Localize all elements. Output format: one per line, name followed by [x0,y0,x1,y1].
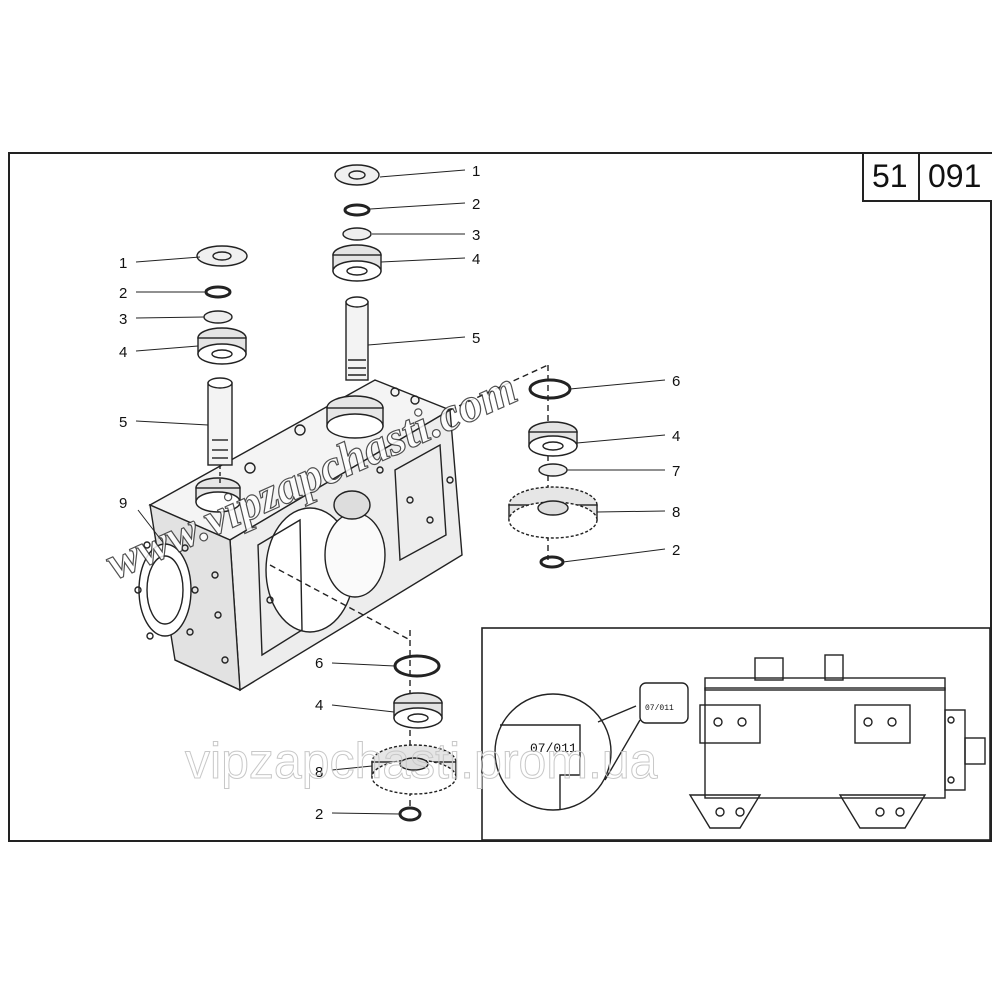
sheet-group-number: 51 [872,158,908,194]
callout-5-left: 5 [119,414,127,431]
callout-5-centre: 5 [472,330,480,347]
callout-4-centre: 4 [472,251,480,268]
callout-2-bottom: 2 [315,806,323,823]
callout-4-bottom: 4 [315,697,323,714]
callout-1-left: 1 [119,255,127,272]
location-inset [481,627,991,841]
leader-lines [135,169,666,815]
gearbox-housing [134,379,463,692]
callout-4-left: 4 [119,344,127,361]
inset-detail-label-large: 07/011 [530,741,577,756]
callout-6-bottom: 6 [315,655,323,672]
callout-1-centre: 1 [472,163,480,180]
callout-3-centre: 3 [472,227,480,244]
callout-2-right: 2 [672,542,680,559]
callout-3-left: 3 [119,311,127,328]
horizontal-watermark: vipzapchasti.prom.ua [185,733,658,789]
callout-8-bottom: 8 [315,764,323,781]
callout-7: 7 [672,463,680,480]
right-gear-cluster [449,364,598,569]
bottom-gear-cluster [269,564,457,822]
callout-4-right: 4 [672,428,680,445]
sheet-code-box: 51 091 [862,154,992,202]
callout-6-right: 6 [672,373,680,390]
callout-2-left: 2 [119,285,127,302]
callout-2-centre: 2 [472,196,480,213]
left-shaft-stack [196,245,248,485]
callout-9: 9 [119,495,127,512]
sheet-page-number: 091 [928,158,982,194]
callout-8-right: 8 [672,504,680,521]
inset-detail-label-small: 07/011 [645,704,674,713]
centre-shaft-stack [332,164,382,381]
sheet-code-divider [918,154,920,200]
